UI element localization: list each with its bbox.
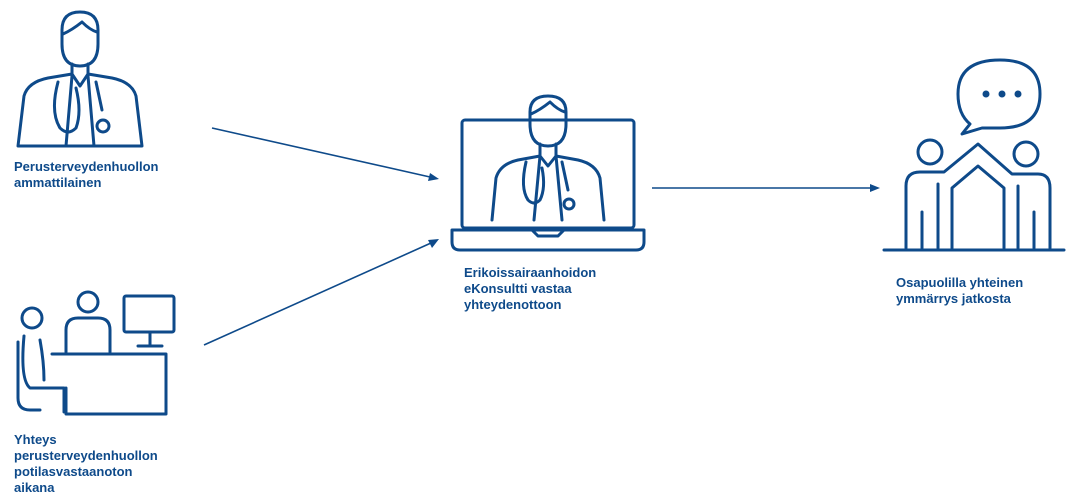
label-line: perusterveydenhuollon <box>14 448 158 463</box>
label-line: eKonsultti vastaa <box>464 281 572 296</box>
label-line: Erikoissairaanhoidon <box>464 265 597 280</box>
label-line: ammattilainen <box>14 175 102 190</box>
label-shared-understanding: Osapuolilla yhteinen ymmärrys jatkosta <box>896 275 1023 307</box>
label-specialist-econsult: Erikoissairaanhoidon eKonsultti vastaa y… <box>464 265 596 313</box>
label-line: yhteydenottoon <box>464 297 562 312</box>
reception-desk-icon <box>16 290 176 416</box>
label-line: ymmärrys jatkosta <box>896 291 1011 306</box>
laptop-doctor-icon <box>450 94 646 252</box>
label-line: Yhteys <box>14 432 57 447</box>
label-primary-care: Perusterveydenhuollon ammattilainen <box>14 159 158 191</box>
label-line: Perusterveydenhuollon <box>14 159 159 174</box>
doctor-icon <box>16 10 144 148</box>
label-line: Osapuolilla yhteinen <box>896 275 1024 290</box>
label-line: potilasvastaanoton <box>14 464 133 479</box>
label-patient-contact: Yhteys perusterveydenhuollon potilasvast… <box>14 432 158 496</box>
arrow-consult-to-outcome <box>652 184 880 192</box>
arrow-primary-to-consult <box>211 127 439 181</box>
label-line: aikana <box>14 480 55 495</box>
people-speech-bubble-icon <box>882 58 1066 252</box>
arrow-contact-to-consult <box>203 239 439 346</box>
